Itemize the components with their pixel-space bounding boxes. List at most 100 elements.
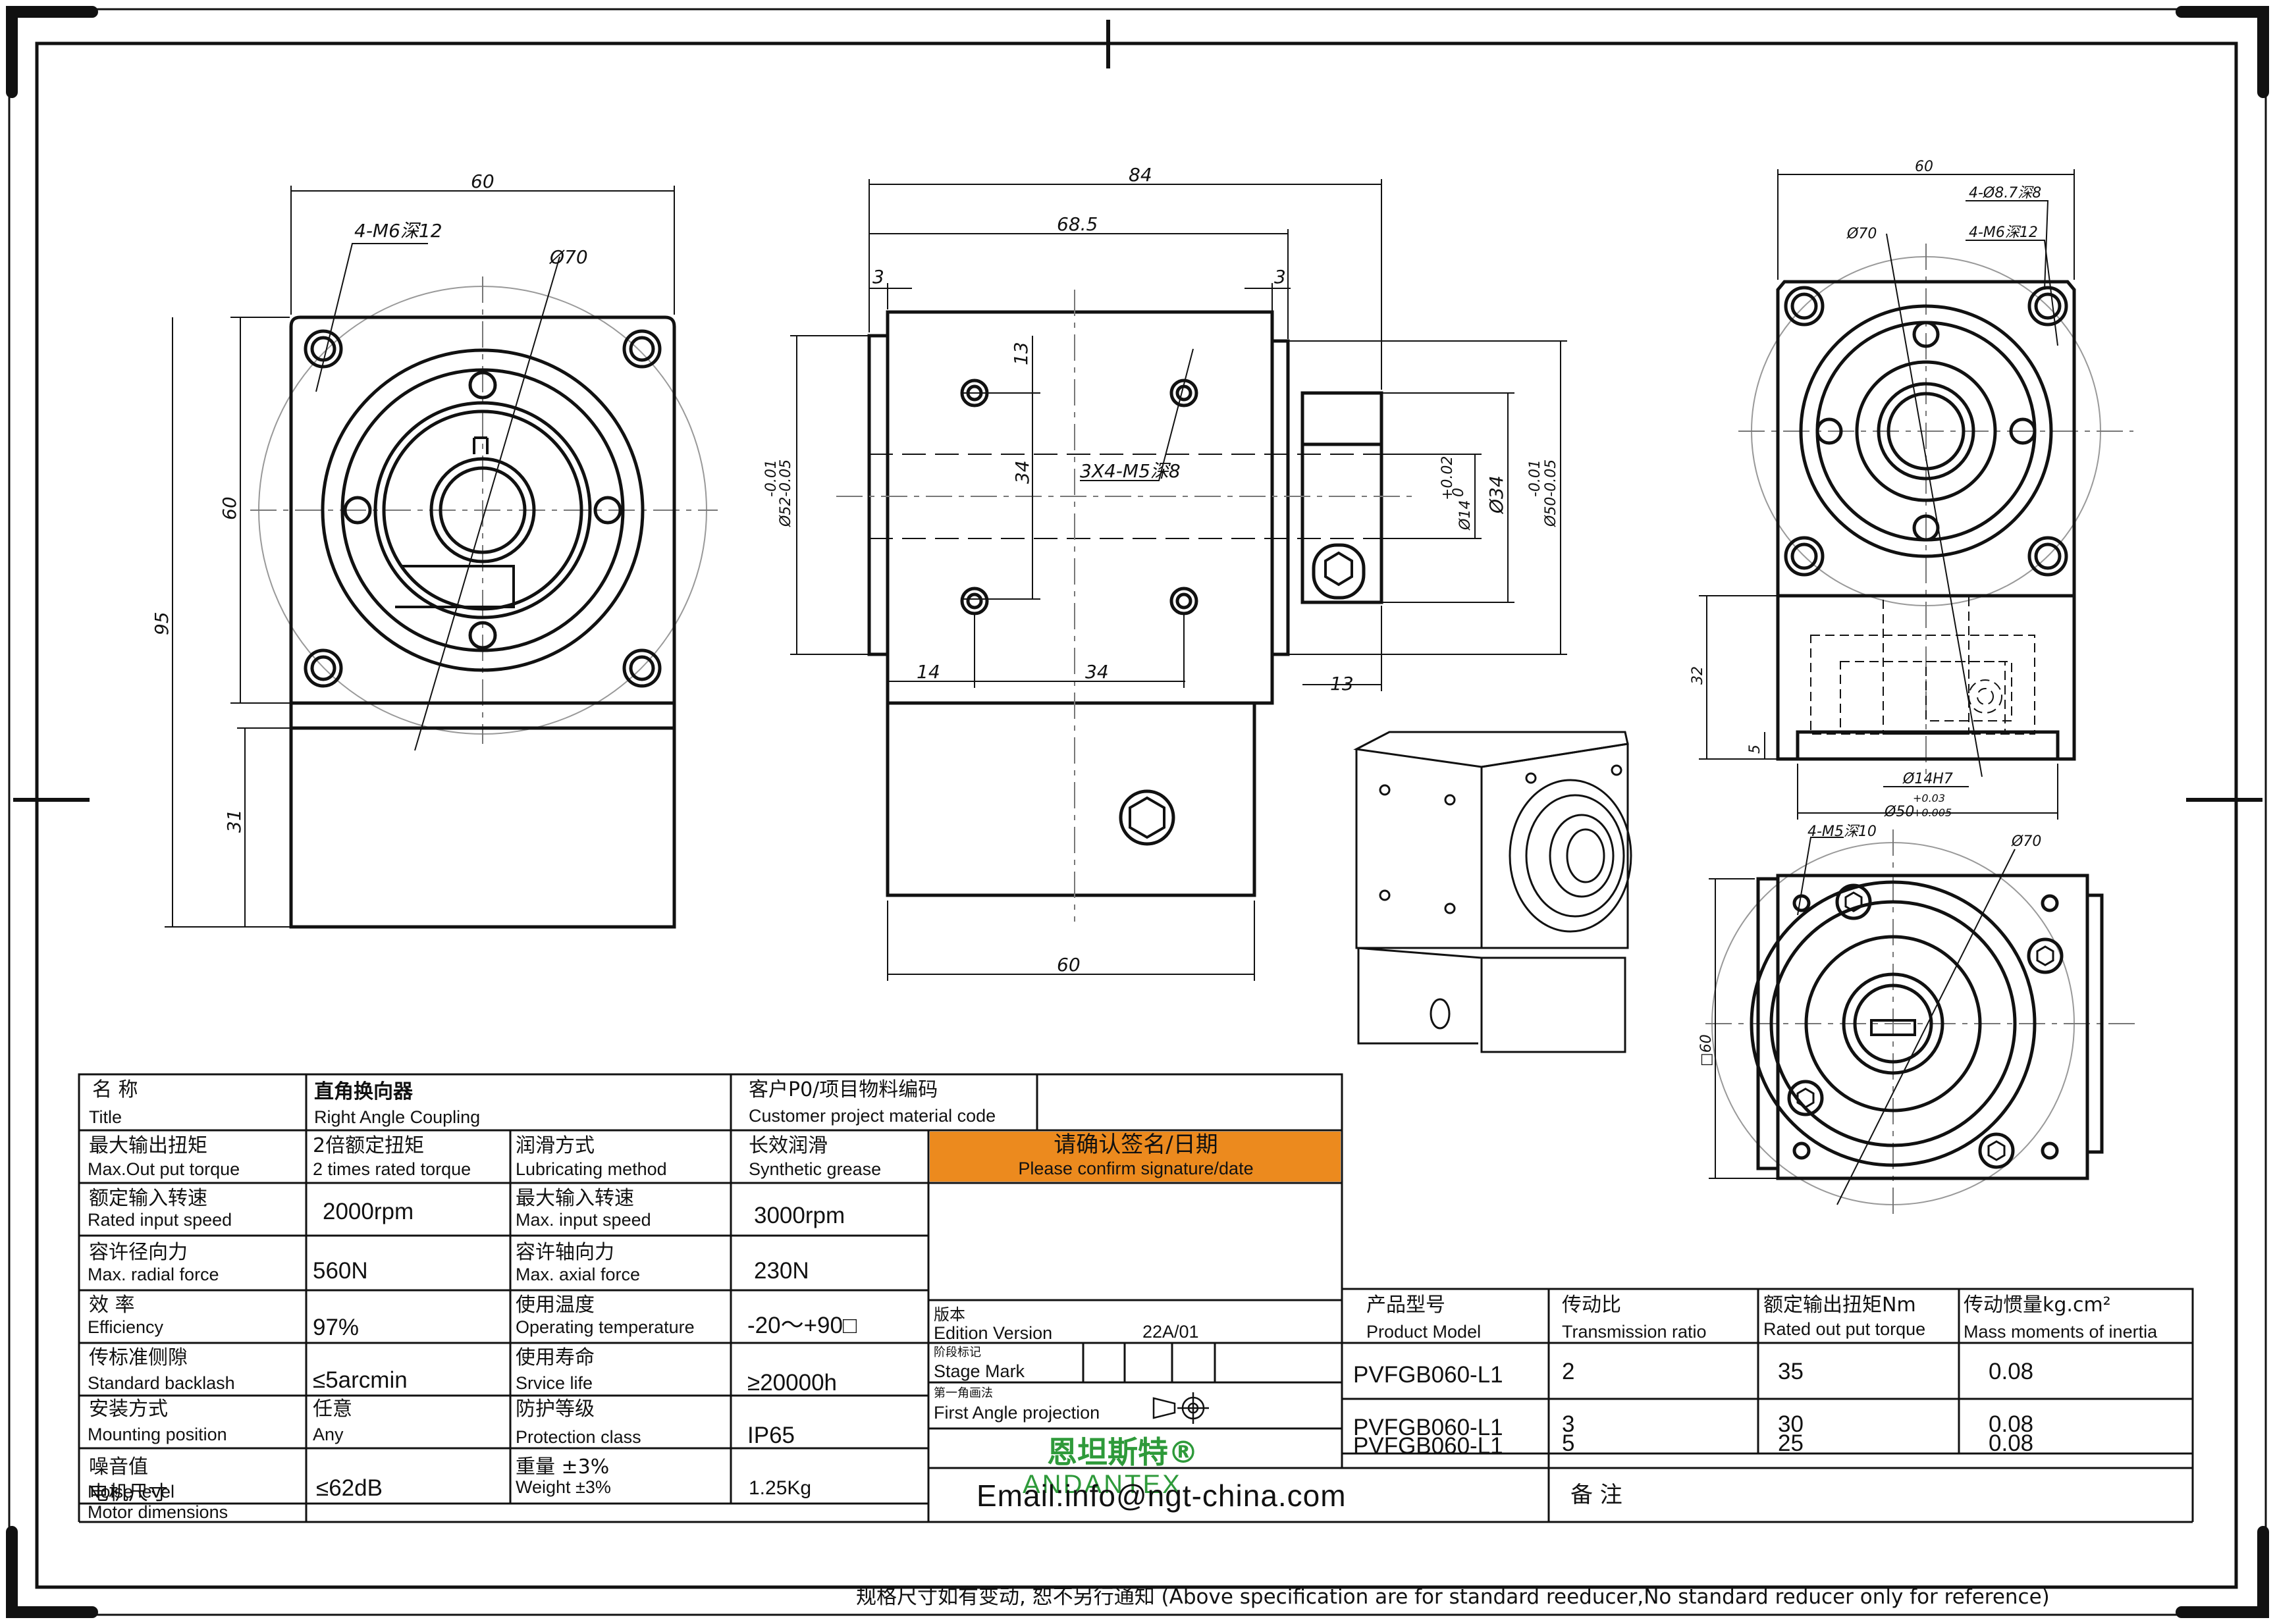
first-angle-projection-icon xyxy=(1152,1392,1209,1424)
side-dim-output-pilot: Ø50-0.05 xyxy=(1543,459,1559,527)
svg-text:560N: 560N xyxy=(313,1258,368,1284)
right-dim-bore: Ø14H7 xyxy=(1902,771,1953,787)
svg-text:使用寿命: 使用寿命 xyxy=(516,1346,595,1369)
spec-row-motor-dimensions: 电机尺寸 Motor dimensions xyxy=(88,1482,228,1522)
side-dim-shaft-length: 13 xyxy=(1330,673,1354,694)
svg-text:容许轴向力: 容许轴向力 xyxy=(516,1241,614,1264)
bottom-view xyxy=(1705,829,2140,1218)
svg-text:≤5arcmin: ≤5arcmin xyxy=(313,1367,408,1393)
email-address[interactable]: Email:info@ngt-china.com xyxy=(977,1479,1347,1513)
svg-text:Max. input speed: Max. input speed xyxy=(516,1210,651,1230)
svg-text:传标准侧隙: 传标准侧隙 xyxy=(89,1346,188,1369)
side-dim-pilot-dia: Ø52-0.05 xyxy=(778,459,794,527)
spec-row-efficiency: 效 率 Efficiency 97% 使用温度 Operating temper… xyxy=(88,1294,857,1340)
svg-text:25: 25 xyxy=(1778,1430,1804,1456)
svg-text:PVFGB060-L1: PVFGB060-L1 xyxy=(1353,1362,1503,1388)
svg-text:2 times rated torque: 2 times rated torque xyxy=(313,1159,471,1179)
svg-text:30: 30 xyxy=(1778,1411,1804,1437)
stage-label-cn: 阶段标记 xyxy=(934,1346,981,1359)
product-header-torque-cn: 额定输出扭矩Nm xyxy=(1763,1294,1916,1317)
svg-text:Rated input speed: Rated input speed xyxy=(88,1210,232,1230)
side-dim-hole-offset: 13 xyxy=(1010,342,1032,365)
isometric-view xyxy=(1353,731,1632,1053)
front-dim-overall-height: 95 xyxy=(151,612,173,635)
front-dim-pcd: Ø70 xyxy=(549,246,588,268)
side-dim-output-pilot-tol: -0.01 xyxy=(1527,459,1543,497)
center-marks xyxy=(13,20,2262,802)
side-dim-flange-right: 3 xyxy=(1274,266,1286,288)
svg-text:1.25Kg: 1.25Kg xyxy=(749,1477,811,1499)
stage-label-en: Stage Mark xyxy=(934,1361,1025,1381)
svg-text:电机尺寸: 电机尺寸 xyxy=(89,1482,168,1505)
bottom-dim-square: □60 xyxy=(1698,1034,1715,1066)
svg-text:效 率: 效 率 xyxy=(89,1294,135,1317)
front-view xyxy=(250,276,718,929)
brand-logo-en: ANDANTEX xyxy=(1023,1470,1182,1499)
svg-text:Max. axial force: Max. axial force xyxy=(516,1265,640,1284)
title-block xyxy=(78,1073,2194,1523)
side-dim-flange-left: 3 xyxy=(872,266,884,288)
svg-text:0.08: 0.08 xyxy=(1989,1359,2033,1384)
svg-text:0.08: 0.08 xyxy=(1989,1430,2033,1456)
side-view-hidden-lines xyxy=(836,290,1416,922)
svg-text:≥20000h: ≥20000h xyxy=(747,1370,837,1396)
title-value-cn: 直角换向器 xyxy=(314,1080,414,1103)
svg-text:使用温度: 使用温度 xyxy=(516,1294,595,1317)
side-dim-shaft-tol-lower: 0 xyxy=(1451,488,1467,497)
svg-text:最大输入转速: 最大输入转速 xyxy=(516,1187,634,1210)
title-label-en: Title xyxy=(89,1107,122,1127)
svg-text:Noise level: Noise level xyxy=(88,1482,174,1502)
right-dim-pilot-tol-upper: +0.03 xyxy=(1913,792,1945,804)
right-view xyxy=(1738,244,2133,777)
svg-text:Srvice life: Srvice life xyxy=(516,1373,593,1393)
side-dim-shaft-dia: Ø14 xyxy=(1457,500,1474,531)
svg-text:长效润滑: 长效润滑 xyxy=(749,1134,828,1157)
svg-text:2: 2 xyxy=(1562,1359,1574,1384)
svg-text:Motor dimensions: Motor dimensions xyxy=(88,1502,228,1522)
side-dim-boss-dia: Ø34 xyxy=(1485,475,1507,514)
confirm-label-cn: 请确认签名/日期 xyxy=(1054,1132,1218,1158)
right-view-hidden-lines xyxy=(1810,595,2035,735)
right-dim-pilot-tol-lower: +0.005 xyxy=(1913,806,1952,819)
right-dim-pilot: Ø50 xyxy=(1884,804,1914,820)
product-row: PVFGB060-L1 5 25 0.08 xyxy=(1353,1430,2033,1459)
side-dim-hole-spacing-h: 34 xyxy=(1085,661,1109,683)
svg-text:重量 ±3%: 重量 ±3% xyxy=(516,1455,609,1479)
svg-text:Protection class: Protection class xyxy=(516,1427,641,1447)
product-header-ratio-en: Transmission ratio xyxy=(1562,1322,1707,1342)
confirm-label-en: Please confirm signature/date xyxy=(1018,1159,1253,1178)
svg-text:230N: 230N xyxy=(754,1258,809,1284)
right-dim-width: 60 xyxy=(1915,159,1933,175)
side-view-dims xyxy=(790,179,1567,981)
front-view-dims xyxy=(165,186,675,928)
svg-text:Max.Out put torque: Max.Out put torque xyxy=(88,1159,240,1179)
svg-text:35: 35 xyxy=(1778,1359,1804,1384)
customer-label-en: Customer project material code xyxy=(749,1106,996,1126)
spec-row-backlash: 传标准侧隙 Standard backlash ≤5arcmin 使用寿命 Sr… xyxy=(88,1346,837,1396)
svg-text:Operating temperature: Operating temperature xyxy=(516,1317,695,1337)
drawing-frame xyxy=(8,8,2267,1616)
corner-marks xyxy=(6,6,2269,1618)
product-row: PVFGB060-L1 2 35 0.08 xyxy=(1353,1359,2033,1388)
title-value-en: Right Angle Coupling xyxy=(314,1107,480,1127)
remark-label: 备 注 xyxy=(1570,1482,1622,1508)
side-dim-base-width: 60 xyxy=(1057,954,1081,976)
side-dim-hole-spacing-v: 34 xyxy=(1011,460,1033,484)
svg-text:Efficiency: Efficiency xyxy=(88,1317,164,1337)
product-header-torque-en: Rated out put torque xyxy=(1763,1319,1925,1339)
svg-text:Weight ±3%: Weight ±3% xyxy=(516,1477,611,1497)
svg-text:Mounting position: Mounting position xyxy=(88,1425,227,1444)
front-dim-height: 60 xyxy=(219,496,240,520)
bottom-view-dims xyxy=(1709,837,2016,1205)
svg-text:防护等级: 防护等级 xyxy=(516,1398,595,1421)
side-dim-body-length: 68.5 xyxy=(1057,213,1098,235)
side-view xyxy=(867,310,1383,897)
svg-text:PVFGB060-L1: PVFGB060-L1 xyxy=(1353,1415,1503,1440)
confirm-band xyxy=(930,1132,1341,1182)
product-header-inertia-en: Mass moments of inertia xyxy=(1964,1322,2158,1342)
svg-text:2倍额定扭矩: 2倍额定扭矩 xyxy=(313,1134,424,1157)
svg-text:润滑方式: 润滑方式 xyxy=(516,1134,595,1157)
product-header-inertia-cn: 传动惯量kg.cm² xyxy=(1964,1294,2111,1317)
svg-text:安装方式: 安装方式 xyxy=(89,1398,168,1421)
